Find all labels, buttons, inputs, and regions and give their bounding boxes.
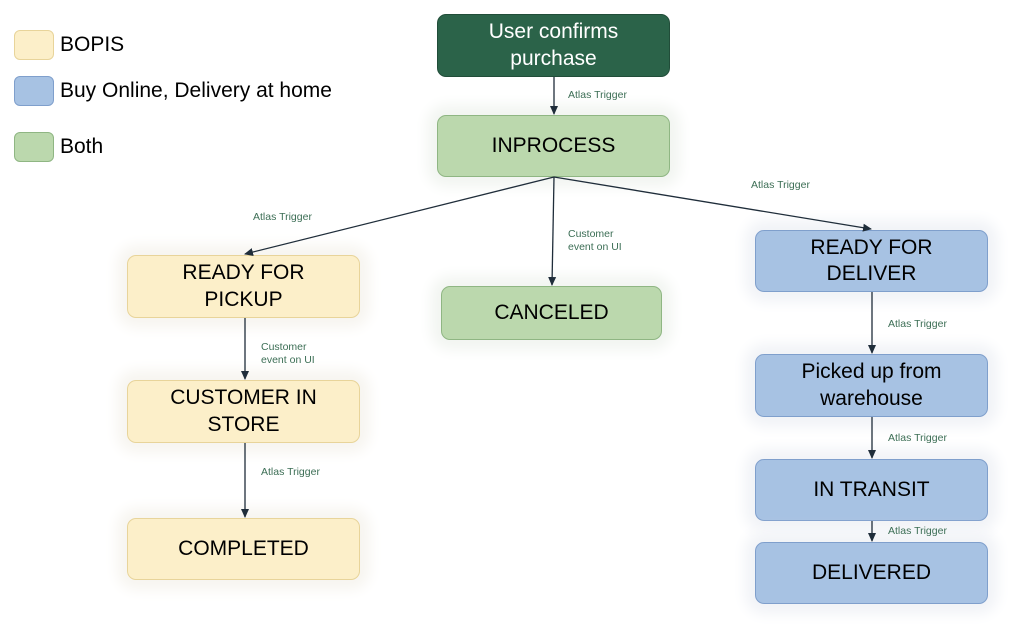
node-ready-for-deliver: READY FOR DELIVER — [755, 230, 988, 292]
node-canceled-label: CANCELED — [494, 300, 609, 324]
legend-swatch-both — [14, 132, 54, 162]
legend-label-both: Both — [60, 135, 104, 158]
node-canceled: CANCELED — [441, 286, 662, 340]
edge-label-transit-to-delivered: Atlas Trigger — [888, 525, 947, 537]
edge-label-store-line1: Customer — [261, 341, 307, 353]
node-picked-up-line1: Picked up from — [801, 360, 942, 384]
edge-label-start-to-inprocess: Atlas Trigger — [568, 89, 627, 101]
node-delivered-label: DELIVERED — [811, 560, 932, 584]
node-completed-label: COMPLETED — [178, 536, 309, 560]
edge-label-inprocess-to-pickup: Atlas Trigger — [253, 211, 312, 223]
edge-inprocess-to-ready-deliver — [553, 176, 872, 232]
edge-label-canceled-line2: event on UI — [568, 241, 622, 254]
node-ready-deliver-line2: DELIVER — [826, 262, 917, 285]
legend-swatch-delivery — [14, 76, 54, 106]
edge-label-picked-to-transit: Atlas Trigger — [888, 432, 947, 444]
legend-item-bopis: BOPIS — [14, 30, 124, 60]
node-completed: COMPLETED — [127, 518, 360, 580]
legend-swatch-bopis — [14, 30, 54, 60]
edge-label-canceled-line1: Customer — [568, 228, 614, 240]
node-ready-pickup-line2: PICKUP — [204, 287, 283, 311]
node-ready-pickup-line1: READY FOR — [182, 261, 305, 285]
legend-item-both: Both — [14, 132, 103, 162]
node-customer-store-line2: STORE — [207, 412, 280, 436]
edge-label-deliver-to-picked: Atlas Trigger — [888, 318, 947, 330]
node-picked-up-line2: warehouse — [820, 386, 923, 410]
node-in-transit: IN TRANSIT — [755, 459, 988, 521]
node-ready-deliver-line1: READY FOR — [810, 235, 933, 259]
edge-label-inprocess-to-deliver: Atlas Trigger — [751, 179, 810, 191]
node-picked-up-from-warehouse: Picked up from warehouse — [755, 354, 988, 417]
node-start-line1: User confirms — [488, 20, 619, 44]
legend-label-delivery: Buy Online, Delivery at home — [60, 79, 332, 102]
node-user-confirms-purchase: User confirms purchase — [437, 14, 670, 77]
node-customer-in-store: CUSTOMER IN STORE — [127, 380, 360, 443]
edge-inprocess-to-ready-pickup — [244, 176, 555, 256]
node-start-line2: purchase — [510, 46, 597, 70]
legend-item-delivery: Buy Online, Delivery at home — [14, 76, 332, 106]
node-in-transit-label: IN TRANSIT — [813, 477, 930, 501]
node-inprocess-label: INPROCESS — [491, 133, 616, 157]
legend-label-bopis: BOPIS — [60, 33, 125, 56]
edge-label-inprocess-to-canceled: Customer event on UI — [568, 228, 622, 254]
edge-inprocess-to-canceled — [548, 176, 557, 286]
edge-label-pickup-to-store: Customer event on UI — [261, 341, 315, 367]
node-customer-store-line1: CUSTOMER IN — [170, 386, 317, 410]
node-inprocess: INPROCESS — [437, 115, 670, 177]
edge-label-store-to-completed: Atlas Trigger — [261, 466, 320, 478]
edge-label-store-line2: event on UI — [261, 354, 315, 367]
node-delivered: DELIVERED — [755, 542, 988, 604]
node-ready-for-pickup: READY FOR PICKUP — [127, 255, 360, 318]
